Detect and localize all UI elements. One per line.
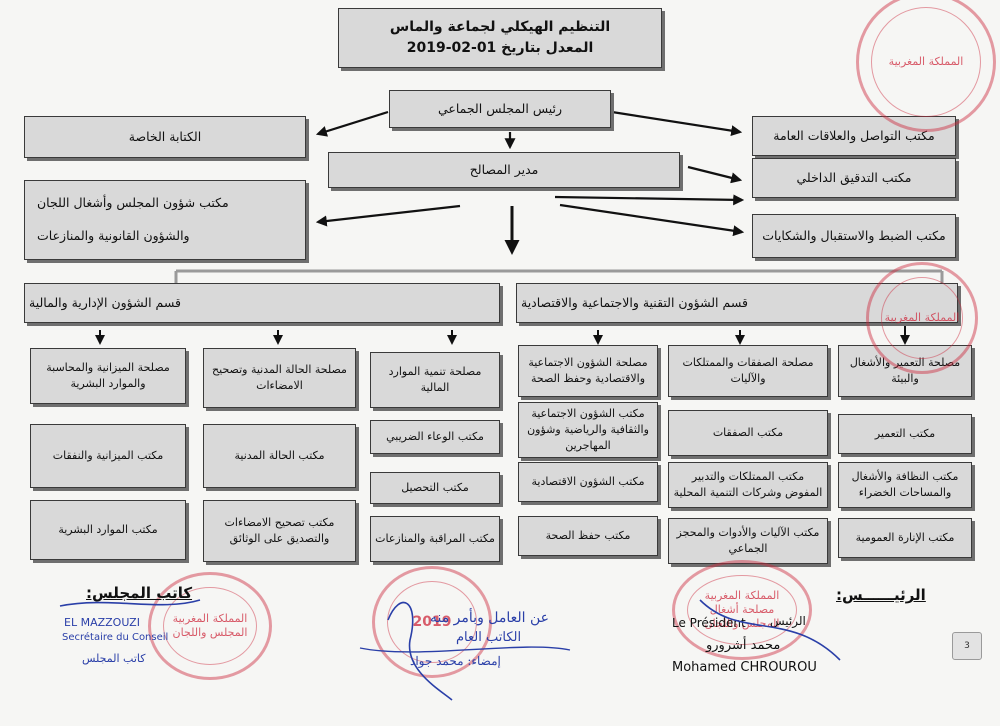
office-civil-status: مكتب الحالة المدنية <box>203 424 356 488</box>
service-social: مصلحة الشؤون الاجتماعية والاقتصادية وحفظ… <box>518 345 658 397</box>
service-social-label: مصلحة الشؤون الاجتماعية والاقتصادية وحفظ… <box>528 356 648 385</box>
services-director-box: مدير المصالح <box>328 152 680 188</box>
office-lighting-label: مكتب الإنارة العمومية <box>855 531 955 545</box>
service-deals: مصلحة الصفقات والممتلكات والآليات <box>668 345 828 397</box>
page-number: 3 <box>964 641 970 651</box>
secretary-label: كاتب المجلس: <box>86 584 193 602</box>
office-budget-expenses: مكتب الميزانية والنفقات <box>30 424 186 488</box>
internal-audit-label: مكتب التدقيق الداخلي <box>796 169 912 185</box>
office-social-cultural: مكتب الشؤون الاجتماعية والثقافية والرياض… <box>518 402 658 458</box>
president-box: رئيس المجلس الجماعي <box>389 90 611 128</box>
council-office-line1: مكتب شؤون المجلس وأشغال اللجان <box>37 195 229 211</box>
office-tax-base-label: مكتب الوعاء الضريبي <box>386 430 484 444</box>
office-social-cultural-label: مكتب الشؤون الاجتماعية والثقافية والرياض… <box>527 407 649 452</box>
office-economic-label: مكتب الشؤون الاقتصادية <box>531 475 645 489</box>
office-cleanliness-label: مكتب النظافة والأشغال والمساحات الخضراء <box>851 470 959 499</box>
council-office-box: مكتب شؤون المجلس وأشغال اللجان والشؤون ا… <box>24 180 306 260</box>
service-budget: مصلحة الميزانية والمحاسبة والموارد البشر… <box>30 348 186 404</box>
internal-audit-box: مكتب التدقيق الداخلي <box>752 158 956 198</box>
office-properties-label: مكتب الممتلكات والتدبير المفوض وشركات ال… <box>673 470 823 499</box>
office-collection-label: مكتب التحصيل <box>401 481 469 495</box>
services-director-label: مدير المصالح <box>469 161 539 177</box>
office-signature-certification-label: مكتب تصحيح الامضاءات والتصديق على الوثائ… <box>224 516 335 545</box>
office-civil-status-label: مكتب الحالة المدنية <box>234 449 325 463</box>
stamp-mid-right: المملكة المغربية <box>866 262 978 374</box>
president-label: الرئيــــــس: <box>836 586 926 604</box>
president-label: رئيس المجلس الجماعي <box>437 100 563 116</box>
office-properties: مكتب الممتلكات والتدبير المفوض وشركات ال… <box>668 462 828 508</box>
private-secretariat-box: الكتابة الخاصة <box>24 116 306 158</box>
office-urbanism-label: مكتب التعمير <box>874 427 936 441</box>
dept-admin-finance: قسم الشؤون الإدارية والمالية <box>24 283 500 323</box>
chart-date: المعدل بتاريخ 01-02-2019 <box>406 40 594 56</box>
service-finance: مصلحة تنمية الموارد المالية <box>370 352 500 408</box>
delegate-line1: عن العامل وبأمر منه <box>430 610 550 626</box>
office-collection: مكتب التحصيل <box>370 472 500 504</box>
service-civil-label: مصلحة الحالة المدنية وتصحيح الامضاءات <box>212 363 347 392</box>
control-office-box: مكتب الضبط والاستقبال والشكايات <box>752 214 956 258</box>
office-human-resources-label: مكتب الموارد البشرية <box>58 523 158 537</box>
delegate-line2: الكاتب العام <box>456 630 522 645</box>
signature-label: إمضاء: محمد جواد <box>410 654 501 668</box>
service-finance-label: مصلحة تنمية الموارد المالية <box>388 365 482 394</box>
service-deals-label: مصلحة الصفقات والممتلكات والآليات <box>682 356 814 385</box>
office-budget-expenses-label: مكتب الميزانية والنفقات <box>52 449 164 463</box>
service-budget-label: مصلحة الميزانية والمحاسبة والموارد البشر… <box>46 361 170 390</box>
office-economic: مكتب الشؤون الاقتصادية <box>518 462 658 502</box>
council-office-line2: والشؤون القانونية والمنازعات <box>37 228 190 244</box>
stamp-top-right: المملكة المغربية <box>856 0 996 132</box>
control-office-label: مكتب الضبط والاستقبال والشكايات <box>762 227 946 243</box>
office-monitoring-label: مكتب المراقبة والمنازعات <box>375 532 495 546</box>
chart-title: التنظيم الهيكلي لجماعة والماس <box>389 19 611 35</box>
office-deals-label: مكتب الصفقات <box>712 426 784 440</box>
office-human-resources: مكتب الموارد البشرية <box>30 500 186 560</box>
office-health-label: مكتب حفظ الصحة <box>545 529 631 543</box>
secretary-title-ar: كاتب المجلس <box>82 652 146 665</box>
office-tax-base: مكتب الوعاء الضريبي <box>370 420 500 454</box>
office-urbanism: مكتب التعمير <box>838 414 972 454</box>
stamp-bottom-center: 2019 <box>372 566 492 678</box>
service-civil: مصلحة الحالة المدنية وتصحيح الامضاءات <box>203 348 356 408</box>
office-lighting: مكتب الإنارة العمومية <box>838 518 972 558</box>
communication-office-label: مكتب التواصل والعلاقات العامة <box>773 127 935 143</box>
president-name-ar: محمد أشرورو <box>706 638 781 653</box>
office-machinery-label: مكتب الآليات والأدوات والمحجز الجماعي <box>676 526 820 555</box>
secretary-name-fr: EL MAZZOUZI <box>64 616 140 629</box>
president-title-ar: الرئيس <box>770 614 806 628</box>
office-signature-certification: مكتب تصحيح الامضاءات والتصديق على الوثائ… <box>203 500 356 562</box>
secretary-role-fr: Secrétaire du Conseil <box>62 632 169 643</box>
office-cleanliness: مكتب النظافة والأشغال والمساحات الخضراء <box>838 462 972 508</box>
president-name-fr: Mohamed CHROUROU <box>672 660 817 675</box>
chart-title-box: التنظيم الهيكلي لجماعة والماس المعدل بتا… <box>338 8 662 68</box>
office-monitoring: مكتب المراقبة والمنازعات <box>370 516 500 562</box>
dept-admin-finance-label: قسم الشؤون الإدارية والمالية <box>29 294 181 310</box>
office-health: مكتب حفظ الصحة <box>518 516 658 556</box>
president-title-fr: Le Président <box>672 616 746 630</box>
page-number-badge: 3 <box>952 632 982 660</box>
office-deals: مكتب الصفقات <box>668 410 828 456</box>
dept-technical-social-label: قسم الشؤون التقنية والاجتماعية والاقتصاد… <box>521 294 748 310</box>
private-secretariat-label: الكتابة الخاصة <box>128 128 202 144</box>
